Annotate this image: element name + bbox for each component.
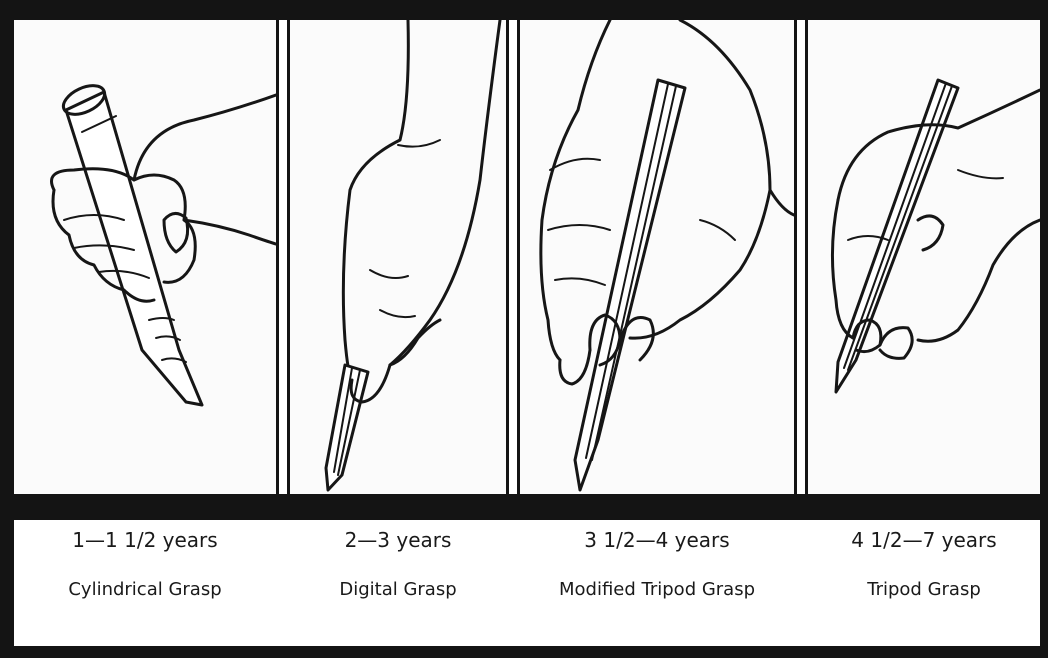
- grasp-label: Digital Grasp: [290, 578, 506, 602]
- divider-1: [276, 20, 290, 494]
- frame-bottom-bar: [0, 646, 1048, 658]
- grasp-label: Cylindrical Grasp: [14, 578, 276, 602]
- panel-cylindrical-grasp: [14, 20, 276, 494]
- caption-stage-3: 3 1/2—4 years Modified Tripod Grasp: [520, 528, 794, 638]
- caption-stage-2: 2—3 years Digital Grasp: [290, 528, 506, 638]
- panel-digital-grasp: [290, 20, 506, 494]
- frame-middle-bar: [0, 494, 1048, 520]
- digital-grasp-illustration: [290, 20, 506, 494]
- panel-tripod-grasp: [808, 20, 1040, 494]
- age-label: 1—1 1/2 years: [14, 528, 276, 552]
- divider-2: [506, 20, 520, 494]
- grasp-label: Tripod Grasp: [808, 578, 1040, 602]
- grasp-label: Modified Tripod Grasp: [520, 578, 794, 602]
- caption-stage-4: 4 1/2—7 years Tripod Grasp: [808, 528, 1040, 638]
- age-label: 4 1/2—7 years: [808, 528, 1040, 552]
- frame-right-bar: [1040, 0, 1048, 658]
- tripod-grasp-illustration: [808, 20, 1040, 494]
- panel-modified-tripod-grasp: [520, 20, 794, 494]
- modified-tripod-grasp-illustration: [520, 20, 794, 494]
- caption-stage-1: 1—1 1/2 years Cylindrical Grasp: [14, 528, 276, 638]
- cylindrical-grasp-illustration: [14, 20, 276, 494]
- age-label: 2—3 years: [290, 528, 506, 552]
- age-label: 3 1/2—4 years: [520, 528, 794, 552]
- divider-3: [794, 20, 808, 494]
- frame-left-bar: [0, 0, 14, 658]
- frame-top-bar: [0, 0, 1048, 20]
